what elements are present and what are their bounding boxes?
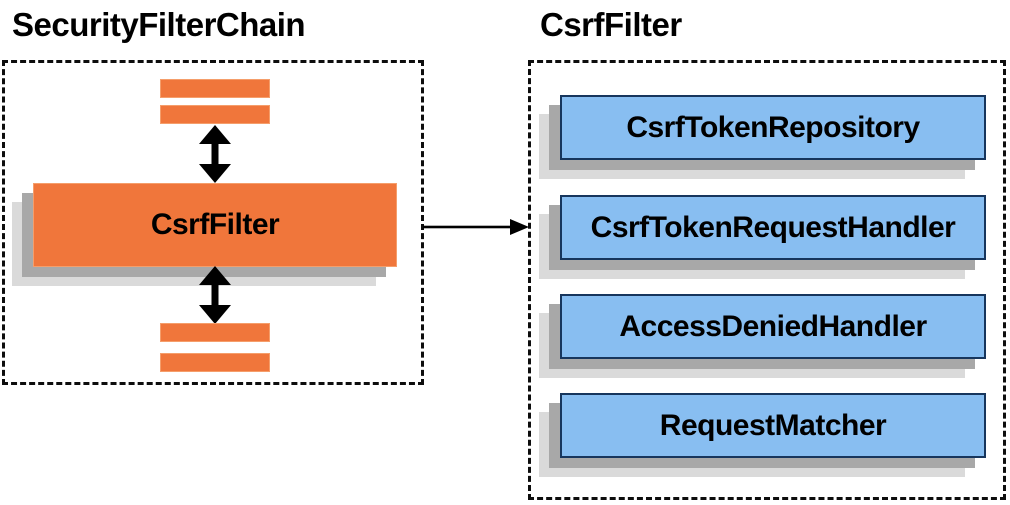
security-filter-chain-container (2, 60, 424, 385)
component-box-group: RequestMatcher (539, 393, 986, 477)
csrf-filter-box: CsrfFilter (33, 183, 397, 267)
double-arrow-icon (199, 266, 231, 324)
access-denied-handler-box: AccessDeniedHandler (560, 294, 986, 359)
component-box-group: AccessDeniedHandler (539, 294, 986, 378)
component-box-group: CsrfTokenRequestHandler (539, 195, 986, 279)
request-matcher-box: RequestMatcher (560, 393, 986, 458)
component-box-group: CsrfTokenRepository (539, 95, 986, 179)
double-arrow-icon (199, 125, 231, 183)
other-filter-bar (160, 323, 270, 342)
other-filter-bar (160, 353, 270, 372)
csrf-filter-box-group: CsrfFilter (12, 183, 397, 286)
right-arrow-icon (423, 219, 529, 235)
csrf-filter-container (528, 60, 1006, 500)
csrf-filter-title: CsrfFilter (540, 6, 682, 43)
other-filter-bar (160, 105, 270, 124)
csrf-token-repository-box: CsrfTokenRepository (560, 95, 986, 160)
security-filter-chain-title: SecurityFilterChain (12, 6, 306, 43)
other-filter-bar (160, 79, 270, 98)
csrf-token-request-handler-box: CsrfTokenRequestHandler (560, 195, 986, 260)
